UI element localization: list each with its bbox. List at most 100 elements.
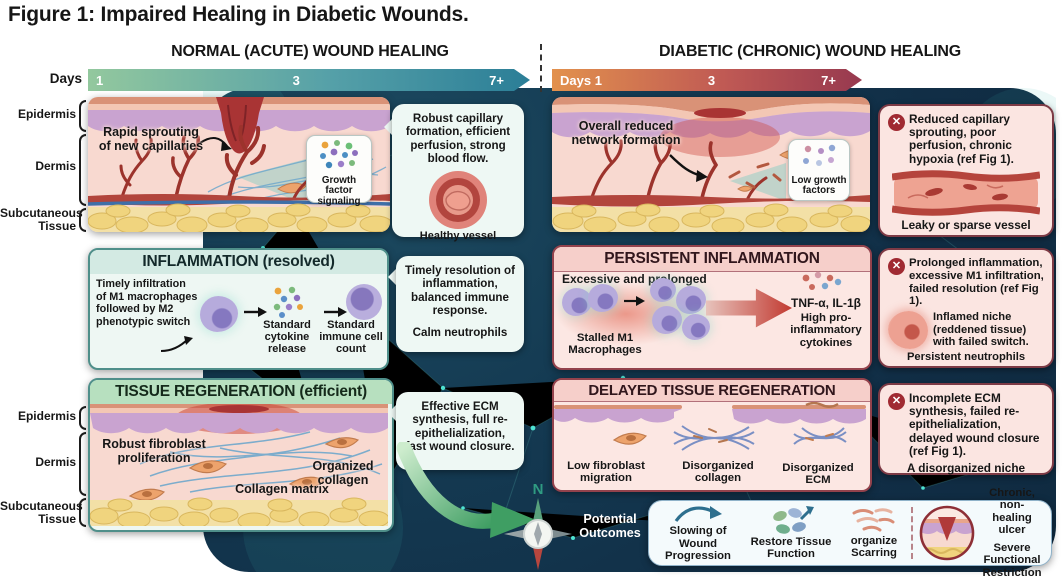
- diabetic-inflammation-alert-text: Prolonged inflammation, excessive M1 inf…: [909, 257, 1044, 308]
- diabetic-day-1: Days 1: [560, 72, 602, 88]
- potential-outcomes-label: Potential Outcomes: [579, 512, 641, 541]
- outcomes-divider: [911, 507, 913, 559]
- outcome-restore: Restore Tissue Function: [745, 505, 837, 561]
- chronic-ulcer-label: Chronic, non-healing ulcer: [989, 487, 1035, 537]
- stalled-macrophage-6: [682, 314, 710, 340]
- diabetic-regeneration-header: DELAYED TISSUE REGENERATION: [554, 380, 870, 402]
- dermis-label-top: Dermis: [35, 159, 76, 173]
- normal-days-bar: 1 3 7+: [88, 69, 530, 91]
- chronic-outcomes: Chronic, non-healing ulcer Severe Functi…: [981, 487, 1043, 579]
- normal-vascular-panel: [88, 97, 390, 232]
- healthy-vessel-caption: Healthy vessel: [419, 229, 497, 242]
- dermis-brace-bottom: [79, 432, 86, 496]
- diabetic-days-bar: Days 1 3 7+: [552, 69, 862, 91]
- low-growth-dots-icon: [803, 144, 836, 166]
- growth-factor-dots-icon: [320, 140, 358, 169]
- chronic-ulcer-icon: [919, 505, 975, 561]
- functional-restriction-label: Severe Functional Restriction: [982, 541, 1042, 579]
- arrow-right-icon: [244, 307, 267, 317]
- compass-north-label: N: [532, 481, 544, 498]
- dermis-label-bottom: Dermis: [35, 455, 76, 469]
- stalled-macrophage-1: [562, 288, 592, 316]
- healthy-vessel-icon: [429, 170, 487, 229]
- outcome-slowing-label: Slowing of Wound Progression: [665, 525, 731, 563]
- normal-day-3: 3: [292, 72, 300, 88]
- epidermis-brace-bottom: [79, 406, 86, 430]
- leaky-vessel-icon: [892, 170, 1040, 216]
- low-fibroblast-label: Low fibroblast migration: [567, 460, 645, 485]
- diabetic-inflammation-header: PERSISTENT INFLAMMATION: [554, 247, 870, 272]
- normal-regeneration-callout-text: Effective ECM synthesis, full re-epithel…: [405, 400, 515, 454]
- slowing-arrow-icon: [674, 506, 722, 523]
- restore-cells-icon: [773, 505, 814, 534]
- normal-inflammation-text: Timely infiltration of M1 macrophages fo…: [96, 278, 198, 329]
- outcome-restore-label: Restore Tissue Function: [750, 535, 832, 560]
- figure-title: Figure 1: Impaired Healing in Diabetic W…: [8, 3, 469, 26]
- outcome-scarring: organize Scarring: [843, 507, 905, 560]
- normal-inflammation-callout-text: Timely resolution of inflammation, balan…: [405, 264, 515, 318]
- diabetic-regeneration-alert: ✕ Incomplete ECM synthesis, failed re-ep…: [878, 383, 1054, 475]
- subcutaneous-label-top: Subcutaneous Tissue: [0, 206, 83, 233]
- collagen-matrix-label: Collagen matrix: [235, 482, 329, 496]
- x-icon: ✕: [888, 114, 905, 131]
- inflammatory-dots-icon: [802, 271, 842, 290]
- macrophage-cell: [200, 296, 238, 332]
- arrow-right-icon-2: [324, 307, 347, 317]
- arrow-right-small-icon: [624, 296, 645, 306]
- outcome-scarring-label: organize Scarring: [850, 534, 898, 559]
- days-label: Days: [49, 71, 82, 86]
- normal-vascular-annotation: Rapid sprouting of new capillaries: [98, 125, 204, 153]
- disorganized-ecm-label: Disorganized ECM: [782, 462, 854, 487]
- leaky-vessel-caption: Leaky or sparse vessel: [901, 217, 1031, 232]
- organized-collagen-label: Organized collagen: [312, 459, 374, 487]
- normal-regeneration-panel: TISSUE REGENERATION (efficient): [88, 378, 394, 532]
- normal-column-header: NORMAL (ACUTE) WOUND HEALING: [171, 43, 449, 60]
- diabetic-vascular-alert-text: Reduced capillary sprouting, poor perfus…: [909, 112, 1014, 166]
- x-icon: ✕: [888, 258, 905, 275]
- normal-inflammation-callout-tail: [388, 268, 397, 286]
- normal-inflammation-callout: Timely resolution of inflammation, balan…: [396, 256, 524, 352]
- immune-cell-caption: Standard immune cell count: [319, 319, 383, 355]
- immune-cell: [346, 284, 382, 320]
- normal-skin-illustration: [88, 97, 390, 232]
- stalled-macrophage-3: [650, 278, 676, 302]
- stalled-macrophage-4: [676, 286, 706, 314]
- x-icon: ✕: [888, 393, 905, 410]
- low-growth-badge: Low growth factors: [788, 139, 850, 201]
- normal-vascular-callout: Robust capillary formation, efficient pe…: [392, 104, 524, 242]
- stalled-macrophage-5: [652, 306, 682, 334]
- scarring-icon: [852, 507, 895, 532]
- delayed-regeneration-illustration: [554, 401, 866, 460]
- growth-factor-badge: Growth factor signaling: [306, 135, 372, 206]
- diabetic-column-header: DIABETIC (CHRONIC) WOUND HEALING: [658, 43, 962, 60]
- calm-neutrophils-caption: Calm neutrophils: [412, 325, 508, 339]
- normal-vascular-callout-text: Robust capillary formation, efficient pe…: [405, 112, 511, 166]
- cytokines-label: TNF-α, IL-1β: [790, 296, 862, 310]
- low-growth-badge-label: Low growth factors: [791, 175, 847, 197]
- normal-inflammation-header: INFLAMMATION (resolved): [90, 250, 387, 274]
- diabetic-regeneration-panel: DELAYED TISSUE REGENERATION: [552, 378, 872, 492]
- fibroblast-proliferation-label: Robust fibroblast proliferation: [102, 437, 206, 465]
- outcomes-box: Slowing of Wound Progression Restore Tis…: [648, 487, 1052, 579]
- diabetic-inflammation-alert: ✕ Prolonged inflammation, excessive M1 i…: [878, 248, 1054, 368]
- inflamed-niche-cell: [888, 311, 928, 350]
- subcutaneous-brace-bottom: [79, 498, 86, 527]
- curved-arrow-icon: [160, 336, 193, 352]
- subcutaneous-brace-top: [79, 208, 86, 232]
- high-cytokines-label: High pro-inflammatory cytokines: [790, 312, 862, 349]
- normal-vascular-callout-tail: [384, 118, 393, 136]
- subcutaneous-label-bottom: Subcutaneous Tissue: [0, 499, 83, 526]
- regenerated-skin-illustration: [90, 402, 390, 530]
- diabetic-vascular-alert: ✕ Reduced capillary sprouting, poor perf…: [878, 104, 1054, 237]
- normal-day-1: 1: [96, 72, 104, 88]
- cytokine-caption: Standard cytokine release: [263, 319, 311, 355]
- disorganized-niche-caption: A disorganized niche: [906, 461, 1026, 476]
- diabetic-vascular-annotation: Overall reduced network formation: [571, 119, 681, 147]
- compass-icon: [504, 498, 572, 570]
- disorganized-collagen-label: Disorganized collagen: [682, 460, 754, 485]
- epidermis-brace-top: [79, 100, 86, 132]
- normal-regeneration-callout-tail: [388, 404, 397, 422]
- epidermis-label-top: Epidermis: [17, 107, 76, 121]
- epidermis-label-bottom: Epidermis: [17, 409, 76, 423]
